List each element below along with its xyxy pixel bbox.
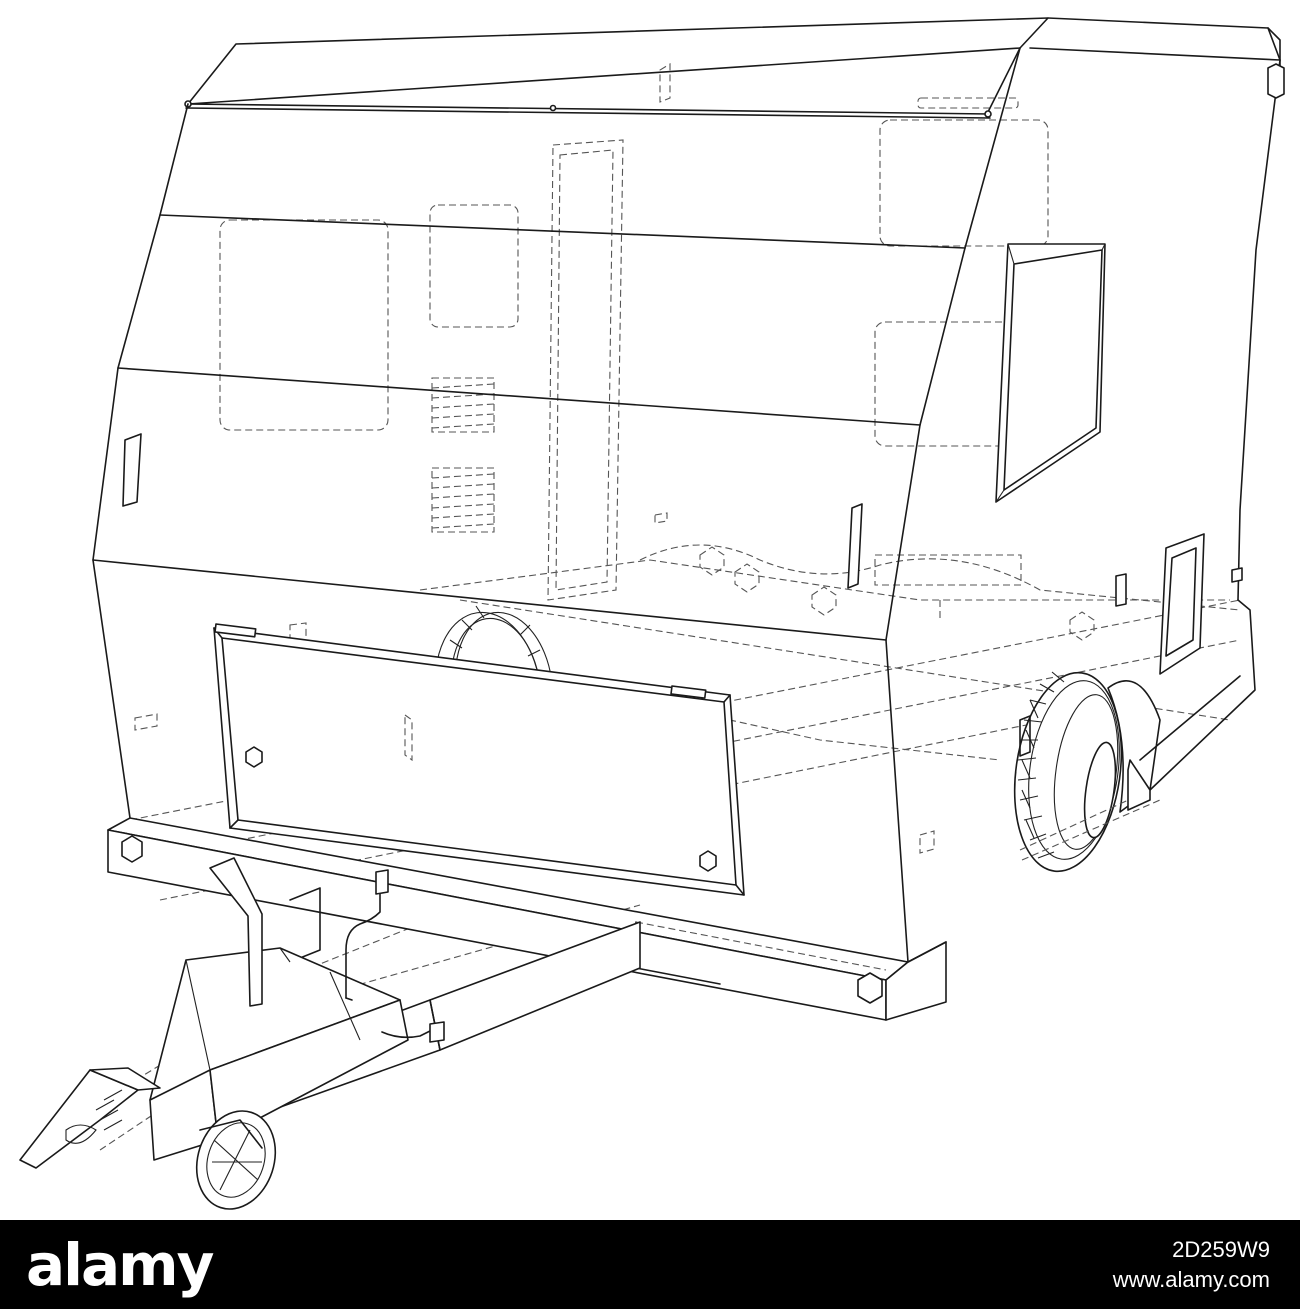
site-url: www.alamy.com — [1112, 1266, 1270, 1292]
brand-logo: alamy — [26, 1230, 214, 1299]
watermark-footer-bar: alamy 2D259W9 www.alamy.com — [0, 1220, 1300, 1309]
footer-image-info: 2D259W9 www.alamy.com — [1113, 1235, 1270, 1294]
near-wheel — [1013, 671, 1161, 873]
caravan-body — [92, 17, 1285, 963]
image-id: 2D259W9 — [1172, 1236, 1270, 1262]
vent-grille-lower — [431, 467, 495, 533]
left-side-hidden-details — [404, 713, 935, 854]
brand-wordmark: alamy — [26, 1230, 214, 1299]
tow-a-frame — [19, 857, 641, 1210]
vent-grille-upper — [431, 377, 495, 433]
rear-corner-leg — [1127, 675, 1241, 811]
caravan-wireframe-drawing — [19, 17, 1285, 1210]
front-hatch-panel — [213, 623, 745, 896]
